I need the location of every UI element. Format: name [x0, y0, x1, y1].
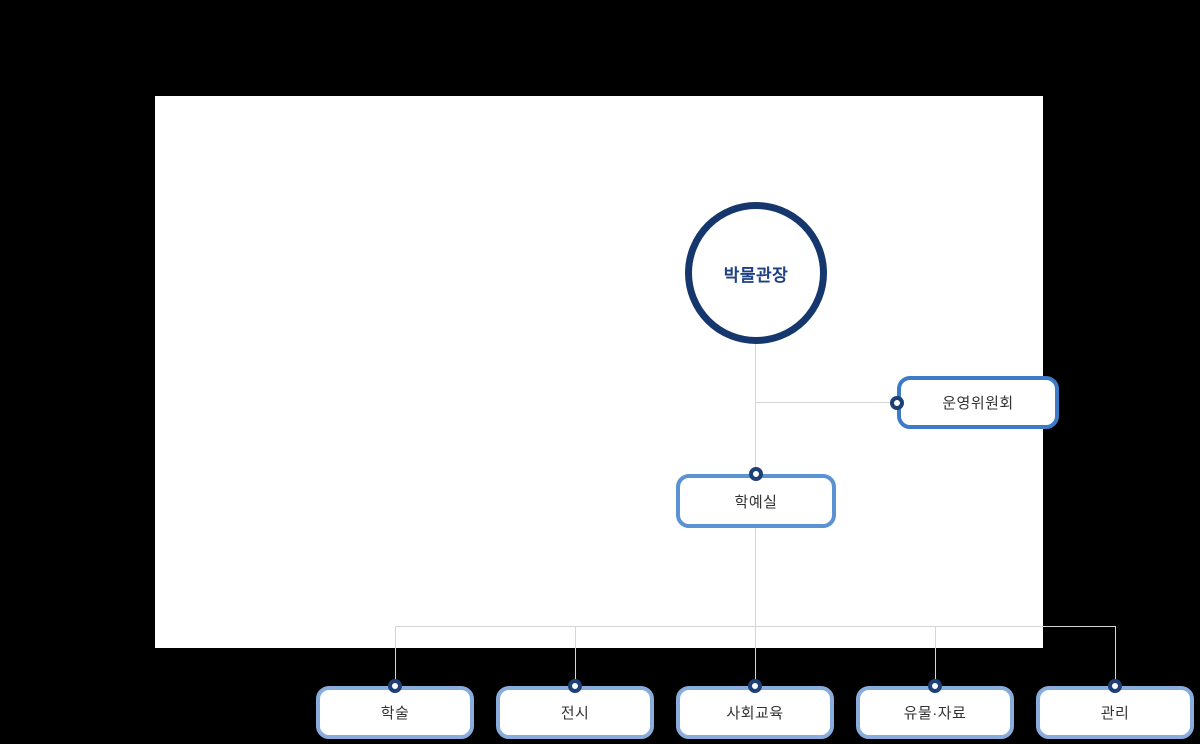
connector-drop-social-education — [755, 626, 756, 686]
connector-dot-relics-materials — [928, 679, 942, 693]
connector-drop-academic — [395, 626, 396, 686]
node-curatorial-office: 학예실 — [676, 474, 836, 528]
connector-drop-relics-materials — [935, 626, 936, 686]
org-chart-canvas: 박물관장 운영위원회 학예실 학술 전시 사회교육 유물·자료 관리 — [155, 96, 1194, 739]
connector-dot-academic — [388, 679, 402, 693]
node-curatorial-office-label: 학예실 — [734, 493, 778, 511]
connector-dot-management — [1108, 679, 1122, 693]
node-dept-social-education: 사회교육 — [676, 686, 834, 739]
node-dept-social-education-label: 사회교육 — [726, 705, 784, 722]
connector-dot-exhibition — [568, 679, 582, 693]
node-dept-exhibition-label: 전시 — [560, 705, 590, 722]
node-dept-academic: 학술 — [316, 686, 474, 739]
connector-dot-social-education — [748, 679, 762, 693]
connector-drop-management — [1115, 626, 1116, 686]
connector-dot-curatorial-office — [749, 467, 763, 481]
connector-dot-steering-committee — [890, 396, 904, 410]
node-dept-academic-label: 학술 — [380, 705, 410, 722]
node-steering-committee: 운영위원회 — [897, 376, 1059, 429]
node-museum-director: 박물관장 — [685, 202, 827, 344]
node-steering-committee-label: 운영위원회 — [942, 395, 1014, 412]
node-museum-director-label: 박물관장 — [723, 265, 789, 285]
connector-drop-exhibition — [575, 626, 576, 686]
node-dept-relics-materials: 유물·자료 — [856, 686, 1014, 739]
connector-root-to-office — [755, 344, 756, 474]
node-dept-relics-materials-label: 유물·자료 — [903, 705, 967, 722]
node-dept-management: 관리 — [1036, 686, 1194, 739]
node-dept-management-label: 관리 — [1100, 705, 1130, 722]
connector-office-to-bus — [755, 528, 756, 626]
connector-branch-committee — [756, 402, 897, 403]
node-dept-exhibition: 전시 — [496, 686, 654, 739]
